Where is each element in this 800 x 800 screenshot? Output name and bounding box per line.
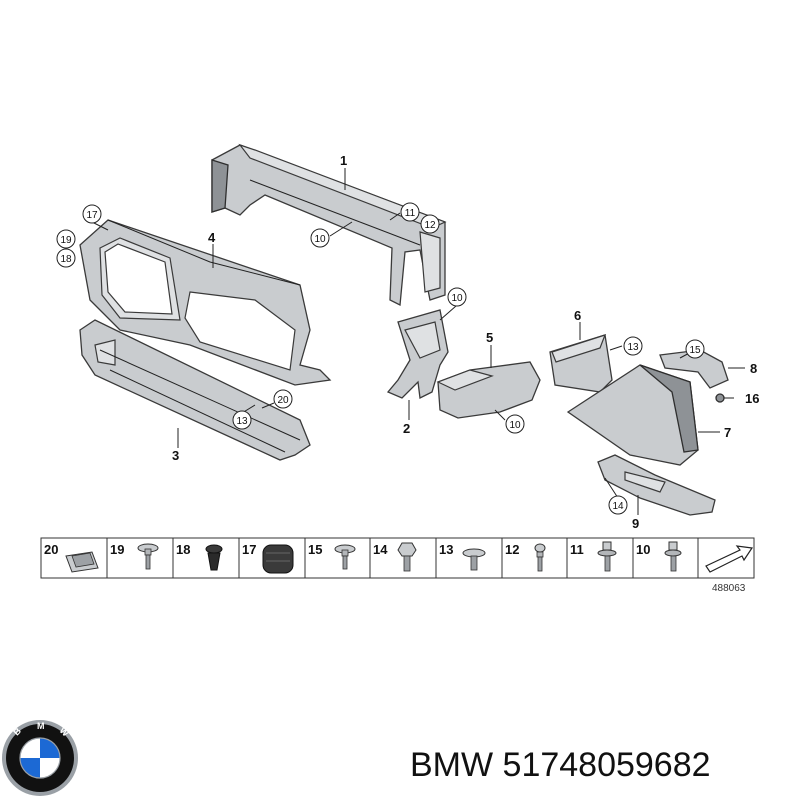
strip-number-12: 12 [505, 542, 519, 557]
svg-text:14: 14 [612, 501, 624, 512]
svg-text:10: 10 [314, 234, 326, 245]
part-6-duct [549, 334, 613, 393]
circled-callout-15: 15 [685, 339, 705, 359]
callout-8: 8 [750, 361, 757, 376]
circled-callout-17: 17 [82, 204, 102, 224]
callout-1: 1 [340, 153, 347, 168]
part-5-air-duct [436, 361, 541, 419]
part-3-lower-grille [79, 319, 311, 461]
bolt-icon [597, 541, 617, 572]
strip-number-14: 14 [373, 542, 388, 557]
svg-text:M: M [37, 721, 45, 731]
clip-nut-icon [65, 551, 99, 573]
circled-callout-20: 20 [273, 389, 293, 409]
collar-screw-icon [137, 543, 159, 570]
svg-text:20: 20 [277, 395, 289, 406]
circled-callout-10-top: 10 [310, 228, 330, 248]
push-clip-icon [534, 543, 546, 572]
bmw-logo: B M W [2, 720, 78, 796]
svg-text:10: 10 [451, 293, 463, 304]
svg-text:16: 16 [745, 391, 759, 406]
circled-callout-18: 18 [56, 248, 76, 268]
strip-number-19: 19 [110, 542, 124, 557]
expanding-rivet-icon [205, 544, 223, 571]
strip-number-13: 13 [439, 542, 453, 557]
callout-4: 4 [208, 230, 216, 245]
circled-callout-10-duct: 10 [505, 414, 525, 434]
callout-9: 9 [632, 516, 639, 531]
part-number-caption: BMW 51748059682 [410, 746, 711, 784]
part-7-air-guide [566, 364, 699, 466]
diagram-id: 488063 [712, 583, 746, 594]
callout-3: 3 [172, 448, 179, 463]
circled-callout-10-bracket: 10 [447, 287, 467, 307]
svg-text:17: 17 [86, 210, 98, 221]
hex-bolt-icon [397, 542, 417, 572]
callout-5: 5 [486, 330, 493, 345]
circled-callout-12: 12 [420, 214, 440, 234]
svg-text:15: 15 [689, 345, 701, 356]
svg-text:13: 13 [627, 342, 639, 353]
part-1-upper-support [211, 143, 447, 307]
direction-arrow-icon [705, 545, 754, 573]
circled-callout-14: 14 [608, 495, 628, 515]
strip-number-20: 20 [44, 542, 58, 557]
strip-number-11: 11 [570, 542, 584, 557]
svg-text:12: 12 [424, 220, 436, 231]
circled-callout-11: 11 [400, 202, 420, 222]
part-4-grille-frame [79, 219, 332, 386]
svg-text:10: 10 [509, 420, 521, 431]
callout-7: 7 [724, 425, 731, 440]
svg-text:18: 18 [60, 254, 72, 265]
part-9-lower-bracket [597, 454, 716, 516]
rubber-buffer-icon [262, 544, 294, 574]
part-2-bracket [386, 309, 449, 399]
parts-strip: 20 19 18 17 15 14 13 12 11 10 [40, 537, 755, 579]
hex-screw-icon [664, 541, 682, 572]
circled-callout-13-duct: 13 [623, 336, 643, 356]
circled-callout-19: 19 [56, 229, 76, 249]
svg-text:19: 19 [60, 235, 72, 246]
washer-screw-icon [334, 544, 356, 570]
strip-number-10: 10 [636, 542, 650, 557]
svg-text:11: 11 [405, 208, 416, 219]
svg-text:13: 13 [236, 416, 248, 427]
flange-screw-icon [462, 548, 486, 571]
callout-2: 2 [403, 421, 410, 436]
strip-number-15: 15 [308, 542, 322, 557]
strip-number-17: 17 [242, 542, 256, 557]
circled-callout-13-lower: 13 [232, 410, 252, 430]
callout-6: 6 [574, 308, 581, 323]
circled-callout-16: 16 [745, 391, 759, 406]
strip-number-18: 18 [176, 542, 190, 557]
